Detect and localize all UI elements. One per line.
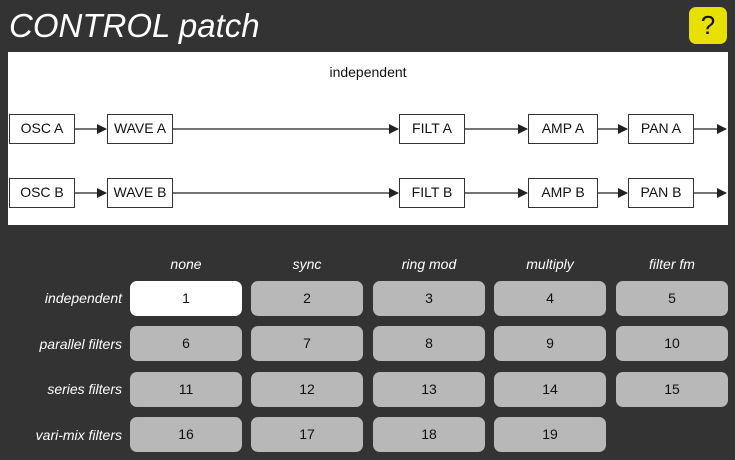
patch-button-19[interactable]: 19 xyxy=(494,417,606,452)
row-header-vari-mix-filters: vari-mix filters xyxy=(35,427,122,443)
col-header-none: none xyxy=(170,256,202,272)
filt-b-block: FILT B xyxy=(399,178,465,208)
row-header-parallel-filters: parallel filters xyxy=(39,336,122,352)
patch-button-16[interactable]: 16 xyxy=(130,417,242,452)
patch-button-5[interactable]: 5 xyxy=(616,281,728,316)
col-header-sync: sync xyxy=(292,256,322,272)
patch-button-1[interactable]: 1 xyxy=(130,281,242,316)
wave-a-block: WAVE A xyxy=(107,114,173,144)
patch-button-13[interactable]: 13 xyxy=(373,372,485,407)
patch-button-2[interactable]: 2 xyxy=(251,281,363,316)
help-button[interactable]: ? xyxy=(689,7,727,44)
signal-flow-diagram: independent OSC A WAVE A FILT A AMP A PA… xyxy=(8,52,728,225)
page-title: CONTROL patch xyxy=(9,7,260,44)
osc-b-block: OSC B xyxy=(9,178,75,208)
patch-button-9[interactable]: 9 xyxy=(494,326,606,361)
pan-b-block: PAN B xyxy=(628,178,694,208)
patch-button-14[interactable]: 14 xyxy=(494,372,606,407)
patch-button-4[interactable]: 4 xyxy=(494,281,606,316)
row-header-series-filters: series filters xyxy=(47,381,122,397)
filt-a-block: FILT A xyxy=(399,114,465,144)
patch-button-3[interactable]: 3 xyxy=(373,281,485,316)
patch-button-15[interactable]: 15 xyxy=(616,372,728,407)
diagram-mode-label: independent xyxy=(329,64,407,80)
amp-a-block: AMP A xyxy=(528,114,598,144)
pan-a-block: PAN A xyxy=(628,114,694,144)
patch-button-12[interactable]: 12 xyxy=(251,372,363,407)
patch-button-11[interactable]: 11 xyxy=(130,372,242,407)
col-header-filter-fm: filter fm xyxy=(649,256,695,272)
patch-button-6[interactable]: 6 xyxy=(130,326,242,361)
col-header-ring-mod: ring mod xyxy=(401,256,457,272)
patch-button-17[interactable]: 17 xyxy=(251,417,363,452)
signal-flow-arrows xyxy=(75,124,727,198)
patch-button-8[interactable]: 8 xyxy=(373,326,485,361)
patch-button-7[interactable]: 7 xyxy=(251,326,363,361)
osc-a-block: OSC A xyxy=(9,114,75,144)
row-header-independent: independent xyxy=(44,290,122,306)
patch-button-18[interactable]: 18 xyxy=(373,417,485,452)
col-header-multiply: multiply xyxy=(526,256,574,272)
wave-b-block: WAVE B xyxy=(107,178,173,208)
amp-b-block: AMP B xyxy=(528,178,598,208)
patch-button-10[interactable]: 10 xyxy=(616,326,728,361)
